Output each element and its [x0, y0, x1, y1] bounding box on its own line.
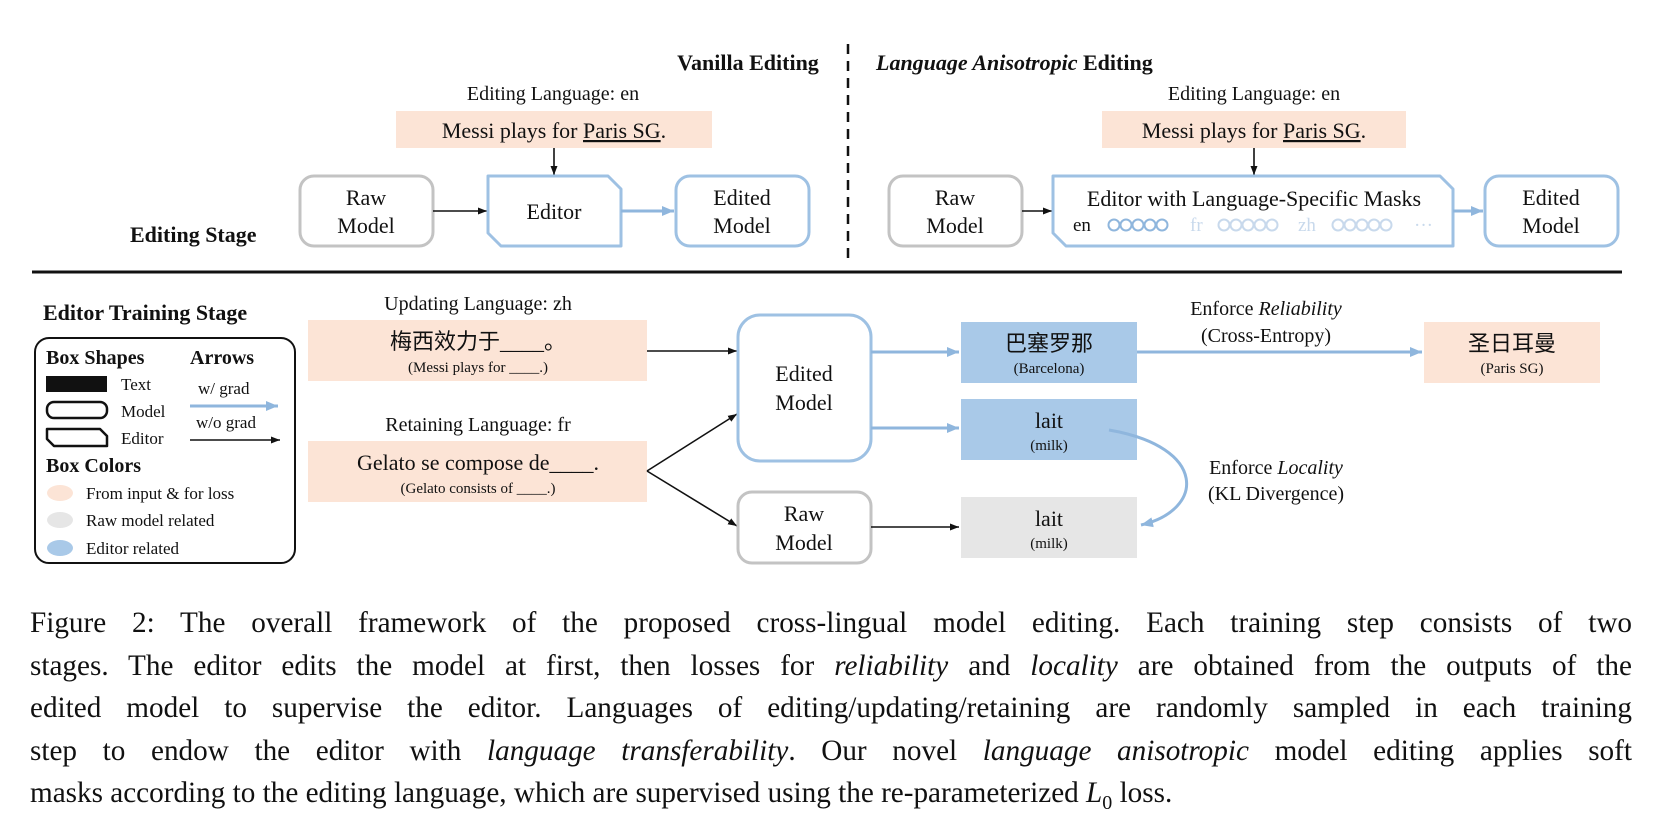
mask-lang-fr: fr — [1190, 215, 1203, 236]
legend-editor-swatch — [47, 540, 73, 556]
framework-diagram: Vanilla Editing Language Anisotropic Edi… — [32, 44, 1622, 565]
output-lait-edited-translation: (milk) — [1030, 438, 1068, 454]
lae-editing-language: Editing Language: en — [1168, 83, 1340, 105]
vanilla-editor-box — [486, 174, 623, 248]
training-raw-model-label-2: Model — [775, 530, 832, 555]
legend-model-label: Model — [121, 402, 166, 421]
caption-line-1: Figure 2: The overall framework of the p… — [30, 607, 1632, 639]
target-text: 圣日耳曼 — [1468, 331, 1556, 356]
lae-editing-title: Language Anisotropic Editing — [875, 50, 1153, 75]
legend-arrows-title: Arrows — [190, 347, 254, 369]
output-lait-raw-box — [961, 497, 1137, 558]
lae-editor-label: Editor with Language-Specific Masks — [1087, 186, 1421, 211]
retaining-to-raw-arrow — [646, 470, 738, 527]
training-edited-model-label-2: Model — [775, 390, 832, 415]
legend-box — [34, 337, 296, 564]
reliability-label: Enforce Reliability — [1190, 298, 1342, 320]
locality-arrow — [1108, 428, 1189, 528]
lae-input-text: Messi plays for Paris SG. — [1142, 118, 1366, 143]
output-lait-edited-text: lait — [1035, 408, 1063, 433]
vanilla-edited-model-box — [674, 174, 811, 248]
legend-box-colors-title: Box Colors — [46, 455, 141, 477]
lae-raw-model-label-2: Model — [926, 213, 983, 238]
output-barcelona-translation: (Barcelona) — [1014, 361, 1085, 377]
training-stage-label: Editor Training Stage — [43, 300, 247, 325]
reliability-loss-label: (Cross-Entropy) — [1201, 325, 1331, 347]
updating-input-translation: (Messi plays for ____.) — [408, 360, 548, 376]
vanilla-editor-label: Editor — [527, 199, 583, 224]
legend-editor-shape — [45, 427, 109, 448]
legend-text-shape — [46, 376, 107, 392]
vanilla-edited-model-label: Edited — [713, 185, 770, 210]
output-lait-edited-box — [961, 399, 1137, 460]
legend-text-label: Text — [121, 375, 151, 394]
editing-stage-label: Editing Stage — [130, 222, 257, 247]
figure-caption: Figure 2: The overall framework of the p… — [30, 602, 1632, 824]
retaining-language-label: Retaining Language: fr — [385, 414, 571, 436]
vanilla-raw-model-label: Raw — [346, 185, 386, 210]
locality-loss-label: (KL Divergence) — [1208, 483, 1344, 505]
legend-w-grad-label: w/ grad — [198, 379, 250, 398]
mask-circles-fr — [1217, 218, 1279, 232]
lae-edited-model-label-2: Model — [1522, 213, 1579, 238]
retaining-input-text: Gelato se compose de____. — [357, 450, 599, 475]
mask-lang-en: en — [1073, 215, 1091, 236]
target-translation: (Paris SG) — [1481, 361, 1544, 377]
training-edited-model-box — [736, 313, 873, 463]
legend-input-swatch — [47, 485, 73, 501]
legend-raw-swatch — [47, 512, 73, 528]
legend-editor-related-label: Editor related — [86, 539, 179, 558]
vanilla-editing-title: Vanilla Editing — [677, 50, 819, 75]
lae-edited-model-box — [1483, 174, 1620, 248]
caption-line-5: masks according to the editing language,… — [30, 777, 1173, 814]
vanilla-input-box — [396, 111, 712, 148]
lae-input-box — [1102, 111, 1406, 148]
mask-circles-en — [1107, 218, 1169, 232]
mask-ellipsis: ··· — [1414, 215, 1433, 236]
vanilla-input-text: Messi plays for Paris SG. — [442, 118, 666, 143]
updating-language-label: Updating Language: zh — [384, 293, 572, 315]
retaining-input-box — [308, 441, 647, 502]
vanilla-raw-model-label-2: Model — [337, 213, 394, 238]
legend-from-input-label: From input & for loss — [86, 484, 234, 503]
vanilla-edited-model-label-2: Model — [713, 213, 770, 238]
output-lait-raw-translation: (milk) — [1030, 536, 1068, 552]
training-edited-model-label: Edited — [775, 361, 832, 386]
output-barcelona-text: 巴塞罗那 — [1005, 331, 1093, 356]
caption-line-4: step to endow the editor with language t… — [30, 734, 1632, 767]
legend-wo-grad-label: w/o grad — [196, 413, 256, 432]
locality-label: Enforce Locality — [1209, 457, 1343, 479]
mask-lang-zh: zh — [1298, 215, 1316, 236]
caption-line-3: edited model to supervise the editor. La… — [30, 692, 1632, 724]
legend-raw-label: Raw model related — [86, 511, 215, 530]
vanilla-editing-language: Editing Language: en — [467, 83, 639, 105]
mask-circles-zh — [1331, 218, 1393, 232]
legend-box-shapes-title: Box Shapes — [46, 347, 145, 369]
target-box — [1424, 322, 1600, 383]
legend-editor-label: Editor — [121, 429, 164, 448]
lae-edited-model-label: Edited — [1522, 185, 1579, 210]
retaining-to-edited-arrow — [646, 413, 738, 472]
updating-input-box — [308, 320, 647, 381]
output-barcelona-box — [961, 322, 1137, 383]
lae-raw-model-label: Raw — [935, 185, 975, 210]
legend-model-shape — [45, 400, 109, 420]
retaining-input-translation: (Gelato consists of ____.) — [401, 481, 556, 497]
output-lait-raw-text: lait — [1035, 506, 1063, 531]
caption-line-2: stages. The editor edits the model at fi… — [30, 649, 1632, 682]
training-raw-model-label: Raw — [784, 501, 824, 526]
updating-input-text: 梅西效力于____。 — [390, 329, 566, 354]
